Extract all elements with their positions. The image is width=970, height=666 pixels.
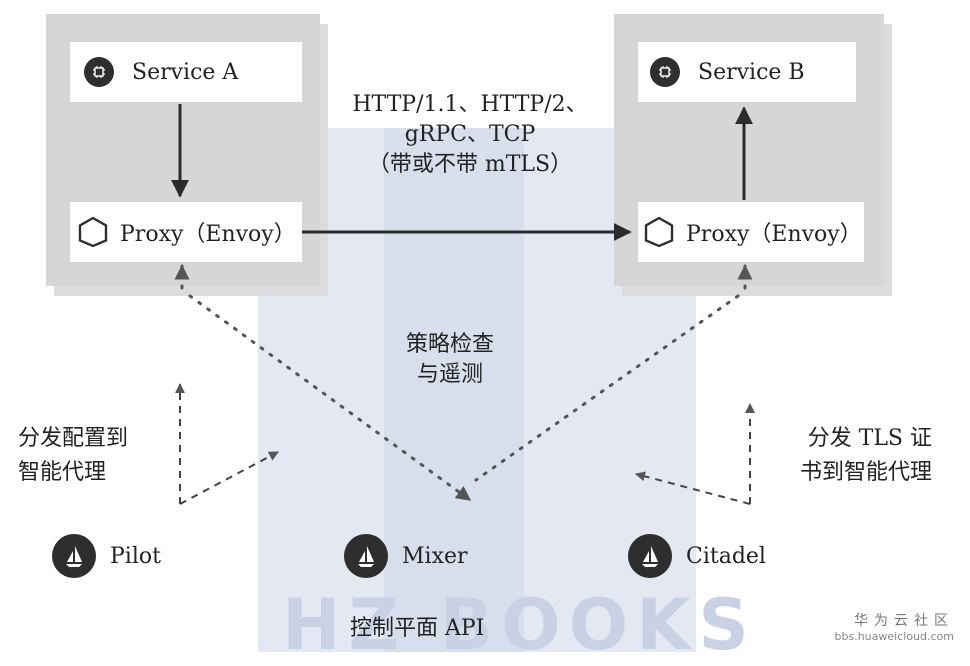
- protocol-line-1: HTTP/1.1、HTTP/2、: [352, 92, 588, 117]
- sail-icon: [52, 534, 96, 578]
- watermark-stem: [384, 128, 524, 652]
- citadel-component[interactable]: Citadel: [628, 534, 766, 578]
- service-b-label: Service B: [698, 59, 805, 85]
- citadel-note: 分发 TLS 证 书到智能代理: [770, 422, 932, 490]
- hexagon-icon: [644, 216, 674, 248]
- proxy-a-card[interactable]: Proxy（Envoy）: [70, 202, 302, 262]
- protocol-line-3: （带或不带 mTLS）: [367, 152, 573, 177]
- service-a-label: Service A: [132, 59, 239, 85]
- connector-lines: [171, 104, 755, 505]
- dashed-citadel-diagonal: [635, 471, 751, 505]
- pilot-note-line-1: 分发配置到: [18, 426, 129, 451]
- citadel-note-line-2: 书到智能代理: [799, 460, 932, 485]
- site-mark-name: 华为云社区: [854, 613, 954, 629]
- protocol-label: HTTP/1.1、HTTP/2、 gRPC、TCP （带或不带 mTLS）: [330, 90, 610, 180]
- control-plane-label: 控制平面 API: [350, 616, 485, 641]
- proxy-b-card[interactable]: Proxy（Envoy）: [638, 202, 864, 262]
- policy-label: 策略检查 与遥测: [380, 330, 520, 390]
- dotted-proxy-a-to-mixer: [188, 294, 472, 502]
- policy-line-1: 策略检查: [405, 332, 494, 357]
- protocol-line-2: gRPC、TCP: [404, 122, 536, 147]
- service-a-card[interactable]: Service A: [70, 42, 302, 102]
- site-mark-url: bbs.huaweicloud.com: [834, 630, 954, 643]
- citadel-note-line-1: 分发 TLS 证: [807, 426, 932, 451]
- chip-icon: [84, 57, 114, 87]
- pilot-note-line-2: 智能代理: [18, 460, 107, 485]
- dashed-pilot-diagonal: [179, 451, 279, 505]
- proxy-a-label: Proxy（Envoy）: [120, 222, 296, 247]
- service-b-card[interactable]: Service B: [638, 42, 856, 102]
- hexagon-icon: [78, 216, 108, 248]
- proxy-b-label: Proxy（Envoy）: [686, 222, 862, 247]
- policy-line-2: 与遥测: [416, 362, 483, 387]
- sail-icon: [344, 534, 388, 578]
- mixer-component[interactable]: Mixer: [344, 534, 468, 578]
- dotted-proxy-b-to-mixer: [474, 294, 740, 482]
- watermark-text: HZ BOOKS: [282, 584, 757, 666]
- pilot-note: 分发配置到 智能代理: [18, 422, 128, 490]
- pilot-component[interactable]: Pilot: [52, 534, 161, 578]
- sail-icon: [628, 534, 672, 578]
- pilot-label: Pilot: [110, 543, 161, 569]
- chip-icon: [650, 57, 680, 87]
- mixer-label: Mixer: [402, 543, 468, 569]
- citadel-label: Citadel: [686, 543, 766, 569]
